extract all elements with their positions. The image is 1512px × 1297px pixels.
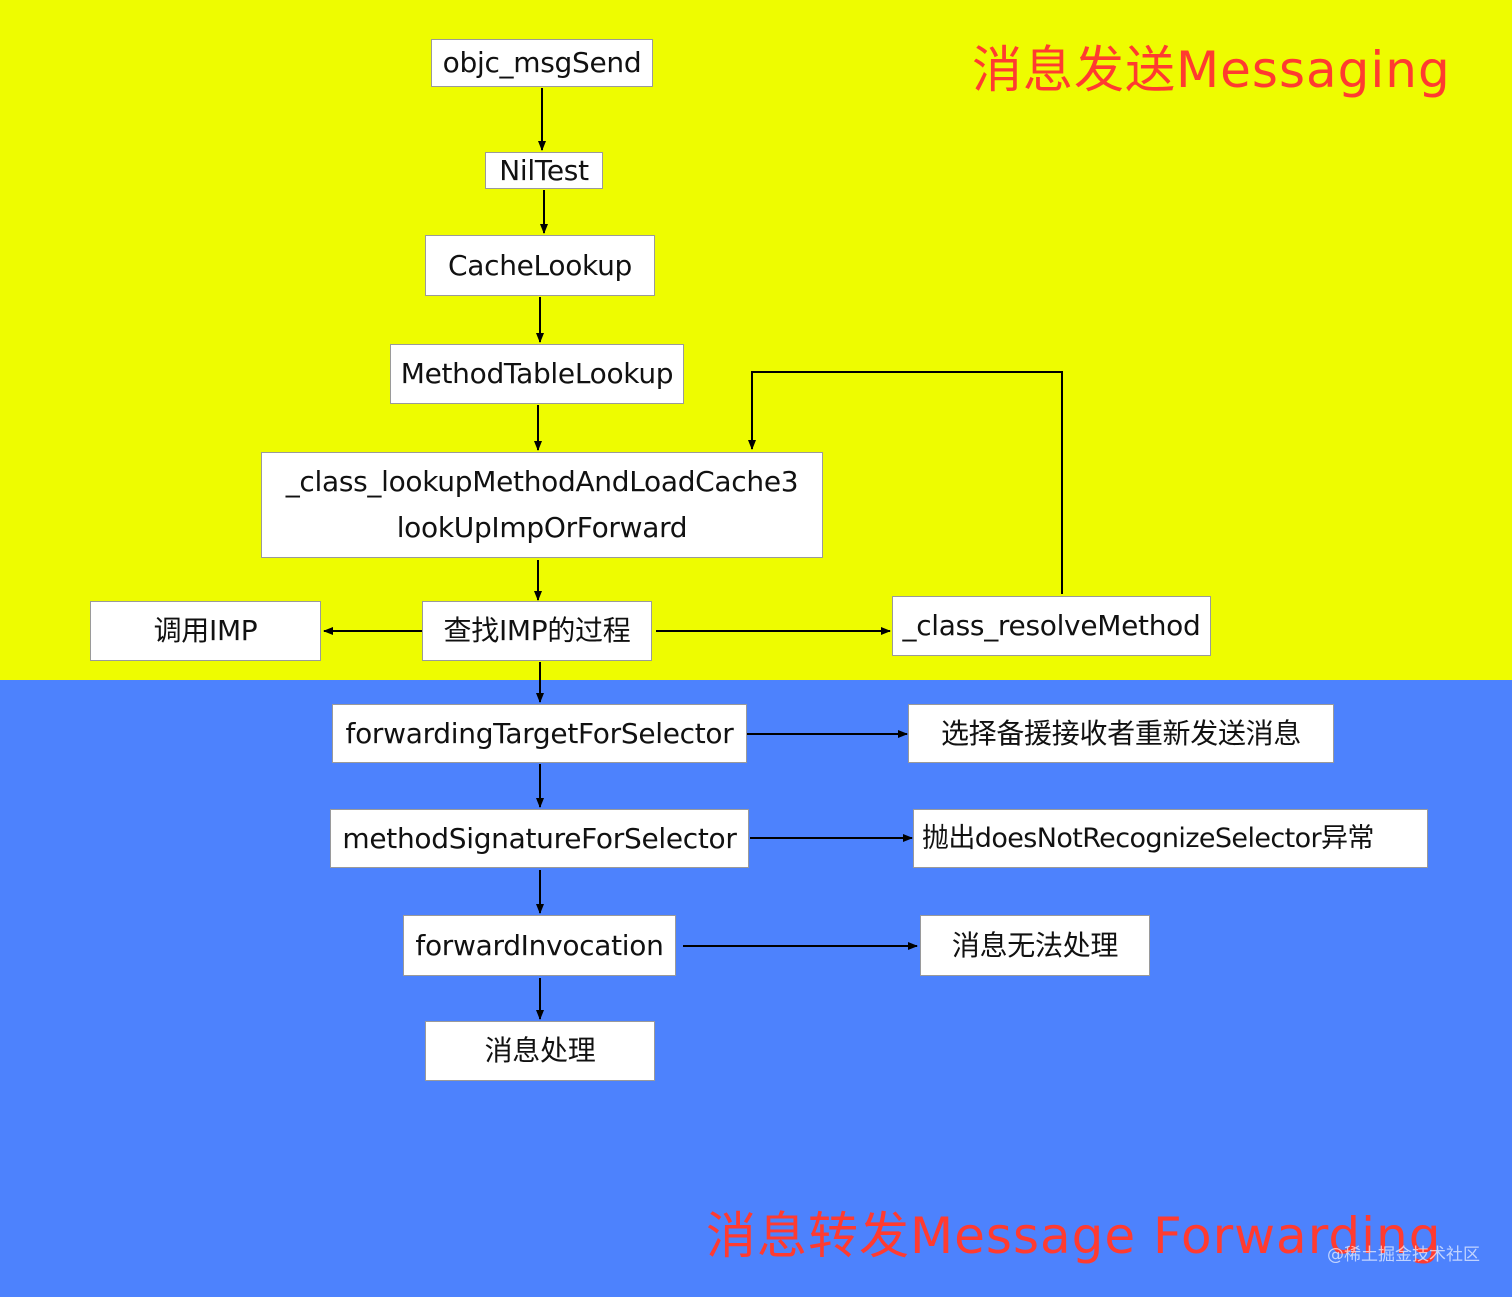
node-method-table-lookup: MethodTableLookup [390, 344, 684, 404]
node-method-table-lookup-label: MethodTableLookup [400, 357, 674, 390]
node-class-resolve-method: _class_resolveMethod [892, 596, 1211, 656]
node-class-resolve-method-label: _class_resolveMethod [902, 609, 1201, 642]
forwarding-section-title: 消息转发Message Forwarding [706, 1207, 1442, 1265]
node-forward-invocation: forwardInvocation [403, 915, 676, 976]
messaging-section-title: 消息发送Messaging [972, 41, 1451, 99]
arrow-resolve-loop-back [748, 371, 1063, 594]
node-forwarding-target: forwardingTargetForSelector [332, 704, 747, 763]
node-call-imp-label: 调用IMP [153, 614, 258, 647]
node-call-imp: 调用IMP [90, 601, 321, 661]
node-forwarding-target-label: forwardingTargetForSelector [345, 716, 734, 750]
node-nil-test: NilTest [485, 152, 603, 189]
node-throw-exception: 抛出doesNotRecognizeSelector异常 [913, 809, 1428, 868]
node-objc-msgsend-label: objc_msgSend [442, 46, 642, 79]
node-class-lookup-method: _class_lookupMethodAndLoadCache3 lookUpI… [261, 452, 823, 558]
node-method-signature: methodSignatureForSelector [330, 809, 749, 868]
node-cache-lookup-label: CacheLookup [447, 248, 633, 282]
messaging-section-background [0, 0, 1512, 680]
node-method-signature-label: methodSignatureForSelector [342, 821, 737, 855]
node-throw-exception-label: 抛出doesNotRecognizeSelector异常 [922, 822, 1374, 854]
node-forward-invocation-label: forwardInvocation [415, 928, 664, 962]
node-cannot-handle: 消息无法处理 [920, 915, 1150, 976]
node-message-handled-label: 消息处理 [484, 1034, 596, 1067]
watermark: @稀土掘金技术社区 [1327, 1245, 1480, 1265]
node-class-lookup-line2: lookUpImpOrForward [396, 511, 688, 544]
node-cannot-handle-label: 消息无法处理 [951, 928, 1119, 962]
node-choose-backup-receiver-label: 选择备援接收者重新发送消息 [940, 716, 1302, 750]
node-objc-msgsend: objc_msgSend [431, 39, 653, 87]
forwarding-section-background [0, 680, 1512, 1297]
node-message-handled: 消息处理 [425, 1021, 655, 1081]
node-find-imp-process-label: 查找IMP的过程 [443, 614, 631, 647]
node-choose-backup-receiver: 选择备援接收者重新发送消息 [908, 704, 1334, 763]
node-cache-lookup: CacheLookup [425, 235, 655, 296]
node-class-lookup-line1: _class_lookupMethodAndLoadCache3 [285, 465, 799, 498]
node-nil-test-label: NilTest [499, 153, 589, 187]
node-find-imp-process: 查找IMP的过程 [422, 601, 652, 661]
